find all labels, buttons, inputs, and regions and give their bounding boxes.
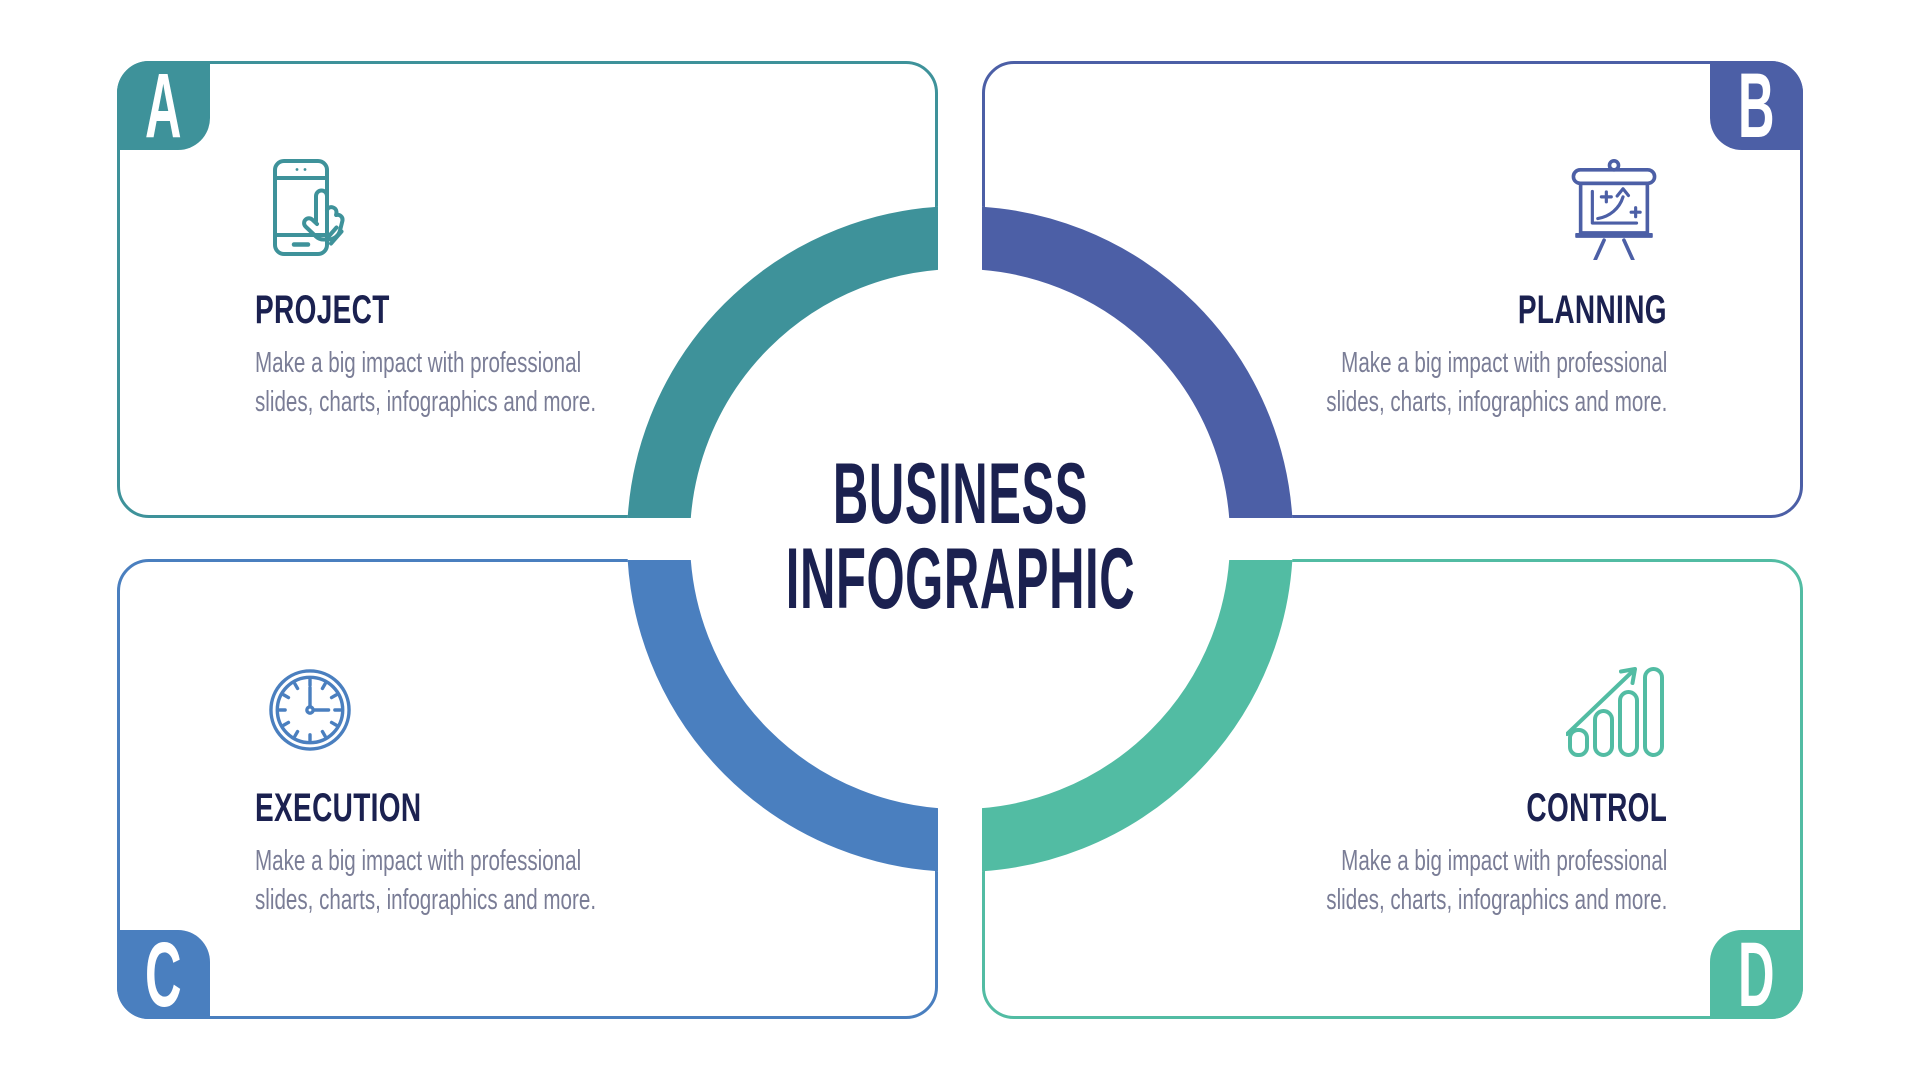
card-title: PROJECT — [255, 288, 390, 332]
card-letter-c: C — [145, 923, 182, 1026]
card-title: PLANNING — [1517, 288, 1667, 332]
card-letter-badge-a: A — [117, 54, 210, 157]
card-description-line2: slides, charts, infographics and more. — [255, 386, 597, 418]
card-control: D CONTROL Make a big impact with profess… — [982, 559, 1803, 1026]
card-title: EXECUTION — [255, 786, 422, 830]
card-letter-d: D — [1738, 923, 1775, 1026]
card-description-line2: slides, charts, infographics and more. — [1325, 386, 1667, 418]
card-project: A PROJECT Make a big impact with profess… — [117, 54, 938, 518]
card-letter-a: A — [145, 54, 182, 157]
bar-chart-growth-icon — [1566, 656, 1666, 759]
card-description-line1: Make a big impact with professional — [1340, 845, 1667, 877]
card-execution: C — [117, 559, 938, 1026]
card-description-line1: Make a big impact with professional — [255, 845, 582, 877]
card-letter-badge-c: C — [117, 923, 210, 1026]
card-description: Make a big impact with professional slide… — [1326, 344, 1667, 422]
card-letter-badge-b: B — [1710, 54, 1803, 157]
card-title: CONTROL — [1526, 786, 1667, 830]
card-description: Make a big impact with professional slide… — [255, 344, 596, 422]
card-description-line1: Make a big impact with professional — [1340, 347, 1667, 379]
smartphone-tap-icon — [272, 159, 347, 256]
presentation-easel-icon — [1566, 159, 1662, 260]
card-description-line1: Make a big impact with professional — [255, 347, 582, 379]
card-description-line2: slides, charts, infographics and more. — [1325, 884, 1667, 916]
card-letter-badge-d: D — [1710, 923, 1803, 1026]
card-planning: B PLANNING Make a big impact with profes… — [982, 54, 1803, 518]
card-description: Make a big impact with professional slide… — [255, 842, 596, 920]
wall-clock-icon — [269, 669, 351, 751]
card-description: Make a big impact with professional slide… — [1326, 842, 1667, 920]
card-letter-b: B — [1738, 54, 1775, 157]
card-description-line2: slides, charts, infographics and more. — [255, 884, 597, 916]
